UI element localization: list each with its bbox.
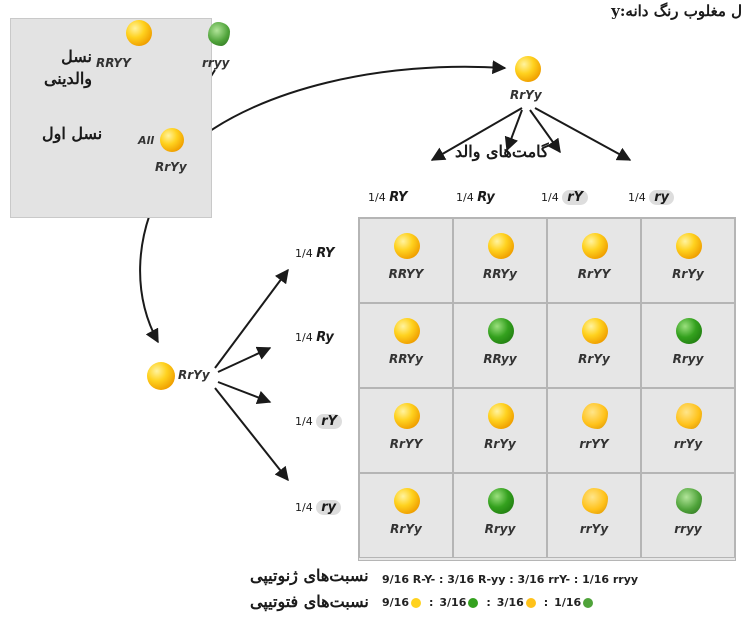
- cell-genotype: rryy: [674, 522, 702, 536]
- punnett-cell: RrYY: [547, 218, 641, 303]
- ratio-separator: :: [486, 596, 491, 609]
- parent-green-wrinkled-seed: [208, 22, 230, 46]
- punnett-cell: rryy: [641, 473, 735, 558]
- cell-genotype: rrYy: [673, 437, 703, 451]
- punnett-cell: RrYy: [359, 473, 453, 558]
- punnett-cell: RrYy: [641, 218, 735, 303]
- genotype-ratio-label: نسبت‌های ژنوتیپی: [250, 566, 369, 585]
- punnett-cell: Rryy: [453, 473, 547, 558]
- cell-genotype: RrYY: [577, 267, 611, 281]
- gametes-label: گامت‌های والد: [455, 142, 549, 161]
- yellow-round-seed: [394, 488, 420, 514]
- green-wrinkled-seed-icon: [583, 598, 594, 608]
- genotype-ratio-values: 9/16 R-Y- : 3/16 R-yy : 3/16 rrY- : 1/16…: [382, 573, 639, 586]
- punnett-cell: RrYy: [547, 303, 641, 388]
- yellow-round-seed: [394, 318, 420, 344]
- arrow-row-4: [214, 387, 289, 482]
- arrow-row-2: [217, 346, 272, 373]
- ratio-separator: :: [428, 596, 434, 609]
- phenotype-fraction: 9/16: [382, 596, 409, 609]
- punnett-cell: RrYy: [453, 388, 547, 473]
- punnett-cell: rrYy: [547, 473, 641, 558]
- f1-genotype: RrYy: [155, 160, 187, 174]
- ratio-separator: :: [543, 596, 549, 609]
- parental-generation-label: نسل والدینی: [43, 47, 92, 88]
- cell-genotype: RrYy: [672, 267, 704, 281]
- parent-right-genotype: rryy: [202, 56, 230, 70]
- phenotype-fraction: 3/16: [439, 596, 467, 609]
- left-parent-genotype: RrYy: [178, 368, 210, 382]
- yellow-wrinkled-seed: [582, 488, 608, 514]
- punnett-cell: RrYY: [359, 388, 453, 473]
- phenotype-fraction: 3/16: [496, 596, 524, 609]
- phenotype-fraction: 1/16: [554, 596, 582, 609]
- yellow-wrinkled-seed: [676, 403, 702, 429]
- cell-genotype: Rryy: [672, 352, 704, 366]
- phenotype-ratio-values: 9/16:3/16:3/16:1/16: [382, 596, 595, 609]
- arrow-gamete-4: [534, 107, 632, 161]
- yellow-round-seed: [394, 233, 420, 259]
- green-round-seed-icon: [468, 598, 479, 608]
- phenotype-ratio-label: نسبت‌های فتوتیپی: [250, 592, 369, 611]
- arrow-row-3: [217, 381, 272, 405]
- yellow-wrinkled-seed-icon: [525, 598, 536, 608]
- cell-genotype: RRyy: [483, 352, 517, 366]
- page-title: ل مغلوب رنگ دانه:y: [611, 2, 742, 20]
- cell-genotype: RrYy: [578, 352, 610, 366]
- punnett-cell: RRyy: [453, 303, 547, 388]
- yellow-round-seed: [488, 403, 514, 429]
- green-round-seed: [488, 488, 514, 514]
- arrow-gamete-1: [430, 107, 523, 161]
- gamete-parent-seed: [515, 56, 541, 82]
- cell-genotype: rrYY: [579, 437, 609, 451]
- cell-genotype: rrYy: [579, 522, 609, 536]
- row-header-3: 1/4 rY: [295, 414, 343, 429]
- arrow-row-1: [214, 268, 289, 369]
- yellow-round-seed: [394, 403, 420, 429]
- arrow-gamete-2: [504, 109, 523, 152]
- yellow-round-seed-icon: [410, 598, 421, 608]
- row-header-1: 1/4 RY: [295, 246, 335, 261]
- column-header-3: 1/4 rY: [541, 190, 589, 205]
- yellow-round-seed: [582, 233, 608, 259]
- left-parent-seed: [147, 362, 175, 390]
- cell-genotype: Rryy: [484, 522, 516, 536]
- green-round-seed: [676, 318, 702, 344]
- punnett-cell: RRYy: [359, 303, 453, 388]
- yellow-wrinkled-seed: [582, 403, 608, 429]
- cell-genotype: RRYy: [389, 352, 423, 366]
- row-header-2: 1/4 Ry: [295, 330, 334, 345]
- parent-yellow-round-seed: [126, 20, 152, 46]
- parent-left-genotype: RRYY: [96, 56, 131, 70]
- punnett-cell: rrYy: [641, 388, 735, 473]
- arrow-f1-to-gamete-parent: [194, 60, 507, 143]
- arrow-gamete-3: [529, 109, 561, 154]
- punnett-cell: rrYY: [547, 388, 641, 473]
- column-header-4: 1/4 ry: [628, 190, 675, 205]
- punnett-cell: RRYY: [359, 218, 453, 303]
- row-header-4: 1/4 ry: [295, 500, 342, 515]
- cell-genotype: RrYY: [389, 437, 423, 451]
- green-round-seed: [488, 318, 514, 344]
- yellow-round-seed: [582, 318, 608, 344]
- punnett-cell: Rryy: [641, 303, 735, 388]
- f1-all-label: All: [138, 134, 155, 147]
- cell-genotype: RRYy: [483, 267, 517, 281]
- yellow-round-seed: [676, 233, 702, 259]
- f1-label: نسل اول: [42, 124, 103, 143]
- column-header-2: 1/4 Ry: [456, 190, 495, 205]
- cell-genotype: RRYY: [388, 267, 424, 281]
- cell-genotype: RrYy: [484, 437, 516, 451]
- gamete-parent-genotype: RrYy: [510, 88, 542, 102]
- cell-genotype: RrYy: [390, 522, 422, 536]
- f1-yellow-round-seed: [160, 128, 184, 152]
- punnett-cell: RRYy: [453, 218, 547, 303]
- column-header-1: 1/4 RY: [368, 190, 408, 205]
- parental-panel: [10, 18, 212, 218]
- green-wrinkled-seed: [676, 488, 702, 514]
- yellow-round-seed: [488, 233, 514, 259]
